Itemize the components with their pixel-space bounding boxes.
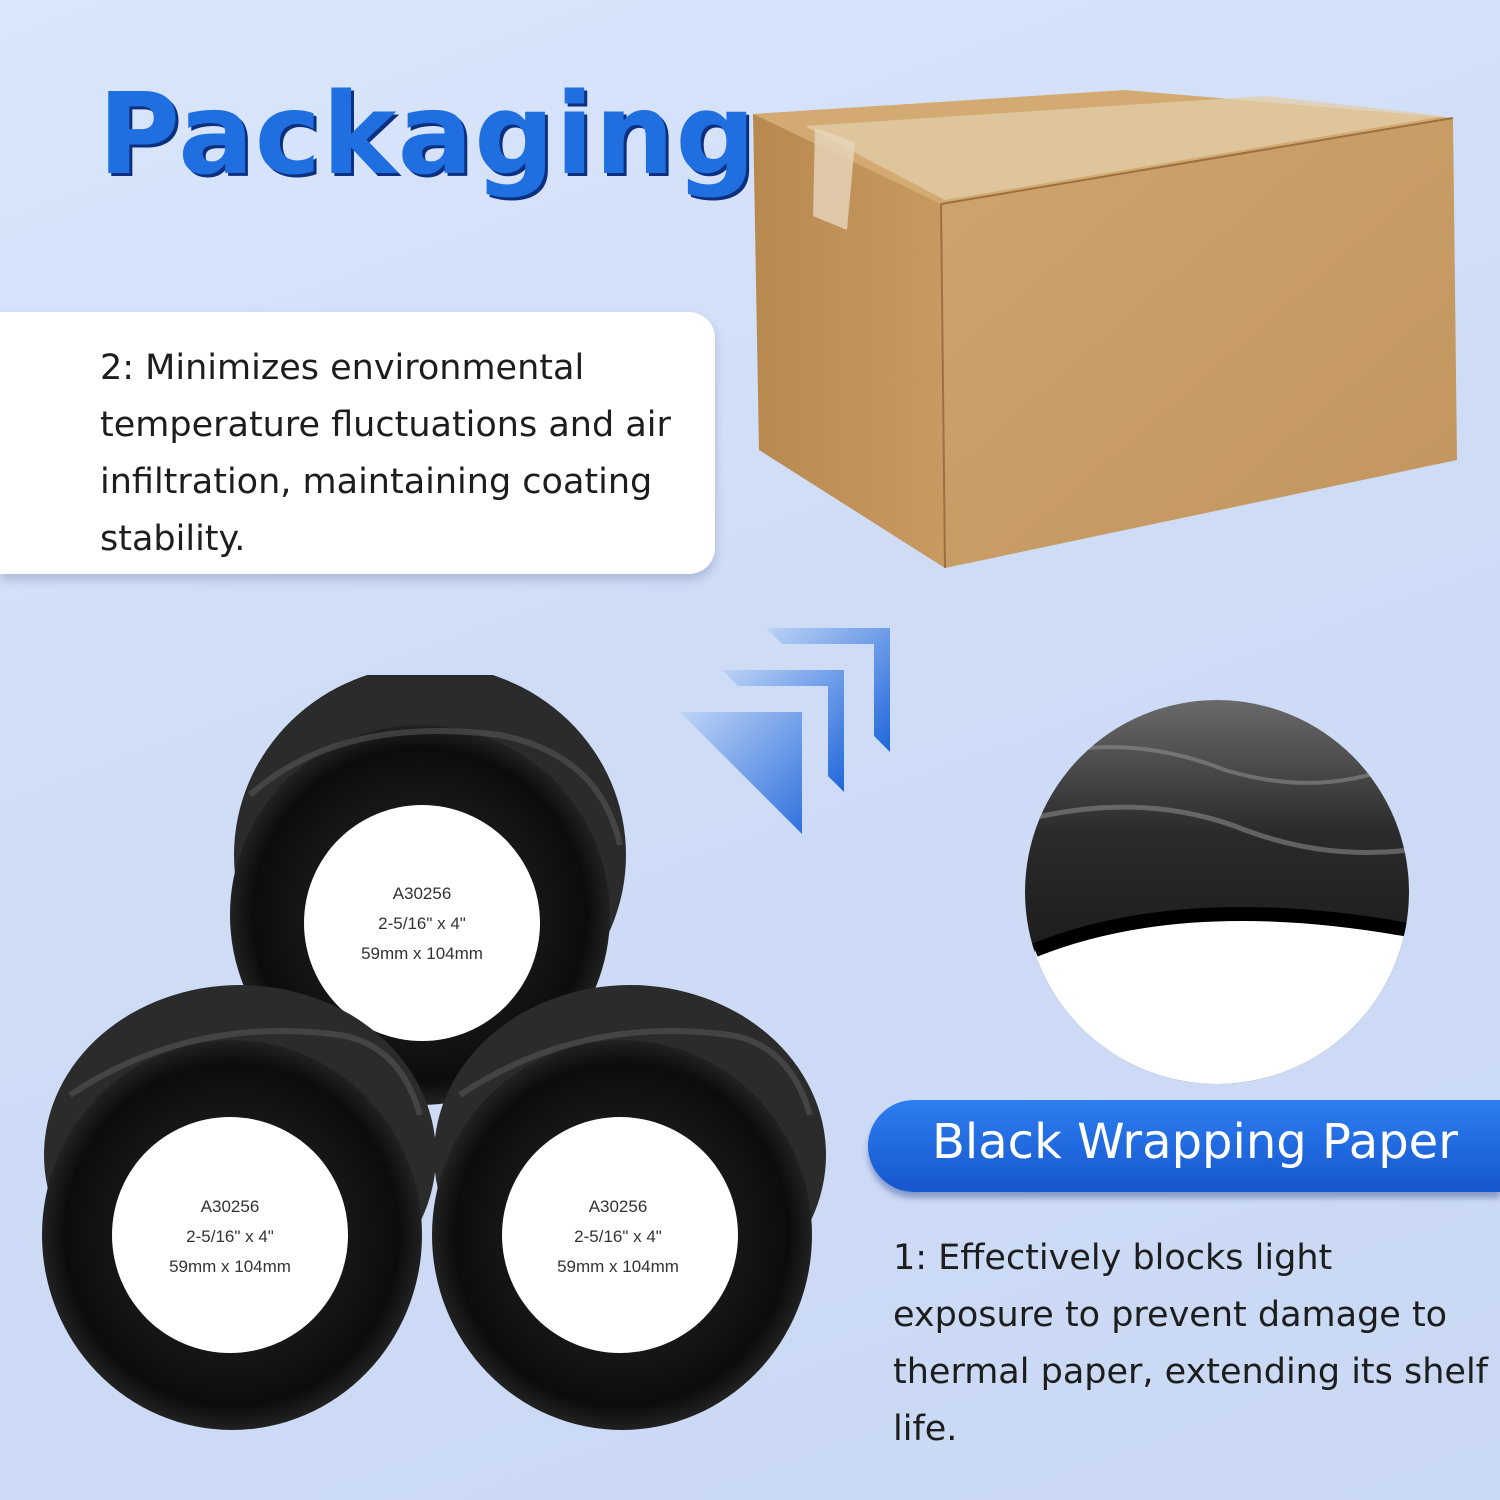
info-text-wrapping: 1: Effectively blocks light exposure to … — [893, 1238, 1488, 1449]
roll-model-text: A30256 — [393, 884, 452, 903]
roll-size-mm-text: 59mm x 104mm — [361, 944, 483, 963]
cardboard-box-image — [753, 90, 1457, 569]
triple-arrow-icon — [680, 628, 890, 834]
banner-label: Black Wrapping Paper — [932, 1114, 1458, 1170]
label-roll-image: A30256 2-5/16" x 4" 59mm x 104mm A30256 … — [42, 675, 826, 1430]
zoom-circle-image — [1025, 700, 1409, 1084]
page-title: Packaging — [98, 70, 757, 200]
roll-size-in-text: 2-5/16" x 4" — [378, 914, 466, 933]
wrap-detail-image — [1025, 700, 1409, 1084]
roll-size-in-text: 2-5/16" x 4" — [574, 1227, 662, 1246]
info-card-text: 2: Minimizes environmental temperature f… — [100, 348, 671, 559]
roll-size-mm-text: 59mm x 104mm — [169, 1257, 291, 1276]
wrapping-paper-banner: Black Wrapping Paper — [868, 1100, 1500, 1192]
roll-size-in-text: 2-5/16" x 4" — [186, 1227, 274, 1246]
info-card-packaging: 2: Minimizes environmental temperature f… — [0, 312, 715, 574]
roll-size-mm-text: 59mm x 104mm — [557, 1257, 679, 1276]
roll-model-text: A30256 — [201, 1197, 260, 1216]
roll-model-text: A30256 — [589, 1197, 648, 1216]
